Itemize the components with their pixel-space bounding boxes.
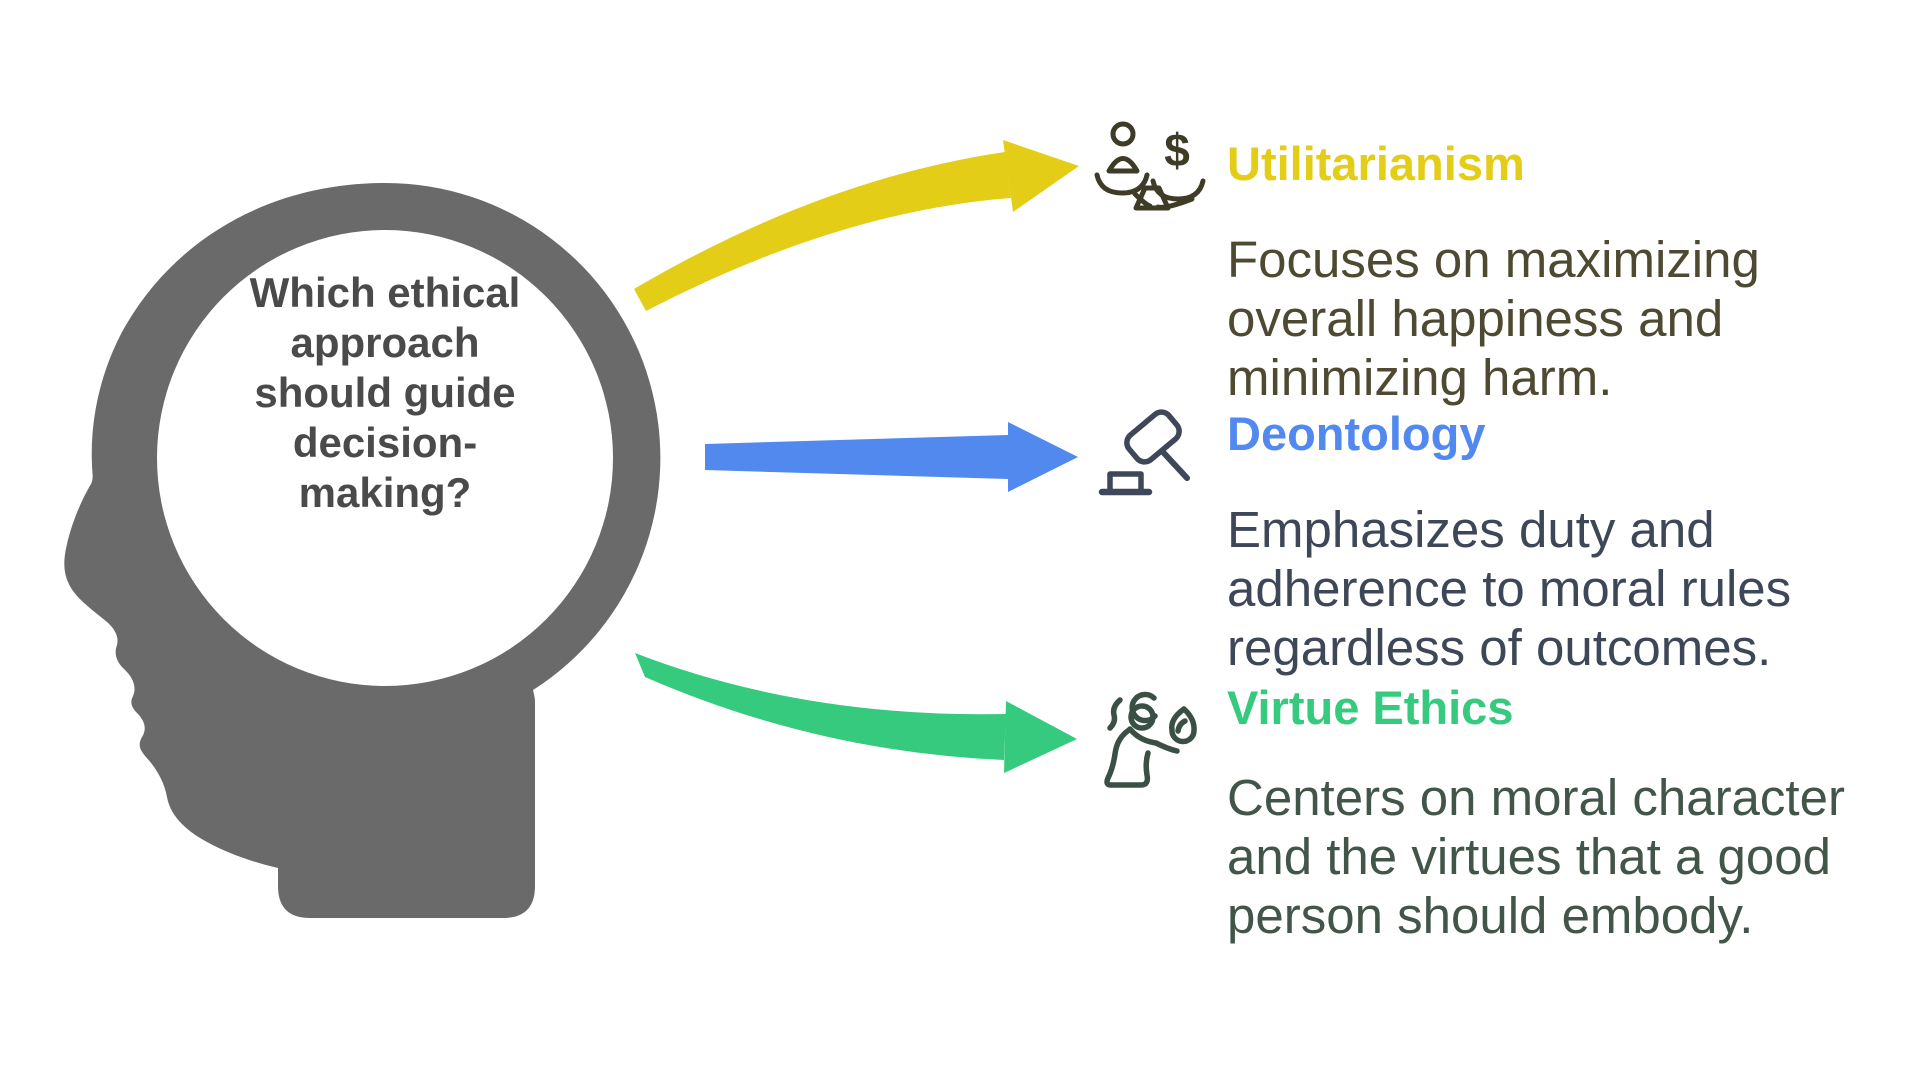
arrow-utilitarianism: [634, 140, 1079, 311]
head-question-text: Which ethical approach should guide deci…: [249, 269, 521, 516]
scale-base: [1133, 185, 1171, 211]
dollar-sign-glyph: $: [1164, 124, 1190, 176]
gavel-head: [1124, 409, 1182, 465]
thought-bubble-circle: [157, 230, 613, 686]
gavel-sound-block: [1107, 471, 1144, 494]
virtue-arm: [1153, 740, 1180, 754]
section-description-virtue-ethics: Centers on moral character and the virtu…: [1227, 769, 1845, 944]
arrow-utilitarianism-head: [1003, 140, 1079, 212]
section-title-deontology: Deontology: [1227, 407, 1486, 460]
virtue-flame-inner: [1175, 718, 1188, 734]
virtue-shoulder: [1127, 726, 1159, 746]
arrow-deontology-head: [1008, 422, 1078, 492]
arrow-utilitarianism-shaft: [634, 152, 1011, 311]
section-description-deontology: Emphasizes duty and adherence to moral r…: [1227, 501, 1792, 676]
arrow-virtue-ethics: [635, 653, 1077, 773]
virtue-body: [1104, 727, 1151, 788]
virtue-head: [1128, 703, 1156, 731]
scale-person-head: [1110, 121, 1136, 147]
arrow-deontology-shaft: [705, 435, 1008, 479]
section-title-virtue-ethics: Virtue Ethics: [1227, 681, 1514, 734]
arrow-virtue-ethics-shaft: [635, 653, 1006, 760]
arrow-virtue-ethics-head: [1004, 701, 1077, 773]
gavel-handle: [1159, 448, 1190, 481]
person-with-flame-icon: [1104, 691, 1197, 788]
section-description-utilitarianism: Focuses on maximizing overall happiness …: [1227, 231, 1760, 406]
balance-scale-person-dollar-icon: $: [1094, 121, 1206, 211]
scale-person-body: [1106, 156, 1140, 174]
scale-left-pan: [1094, 172, 1150, 196]
virtue-hair-wave: [1107, 697, 1123, 731]
head-silhouette: [64, 182, 661, 919]
section-title-utilitarianism: Utilitarianism: [1227, 137, 1525, 190]
gavel-icon: [1098, 409, 1190, 496]
arrow-deontology: [705, 422, 1078, 492]
virtue-flame: [1169, 706, 1197, 745]
